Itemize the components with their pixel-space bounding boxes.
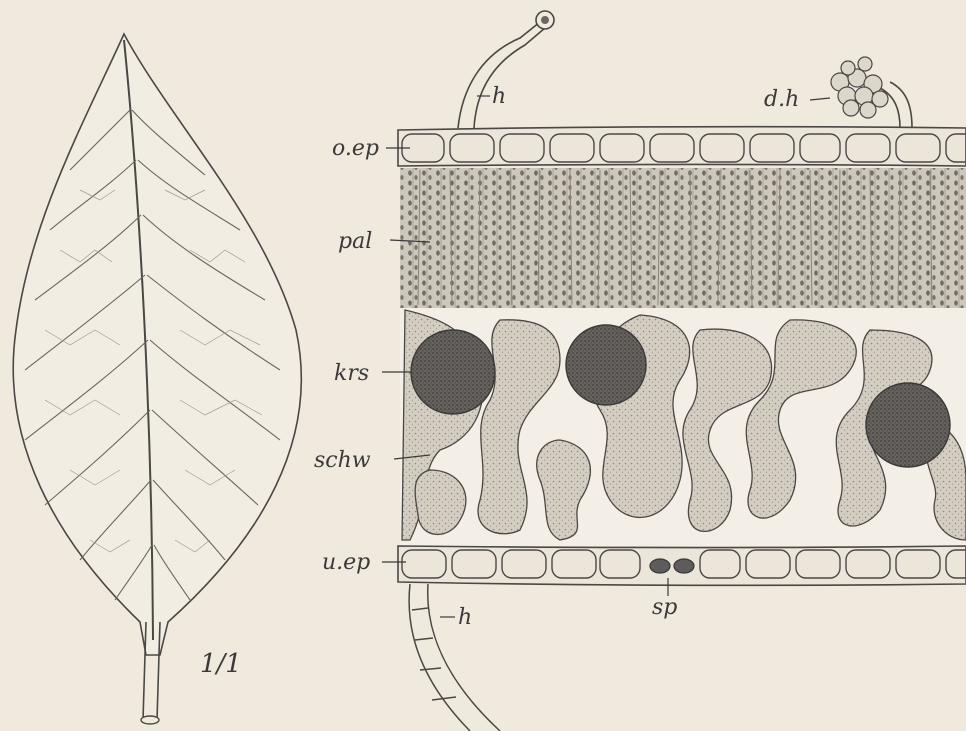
label-hair-top: h [492, 84, 506, 109]
crystal-1 [411, 330, 495, 414]
label-hair-bottom: h [458, 605, 472, 630]
petiole-end [141, 716, 159, 724]
label-glandular-hair: d.h [764, 87, 799, 112]
leaf-cross-section [398, 11, 966, 731]
label-spongy: schw [314, 448, 371, 473]
label-lower-epidermis: u.ep [322, 550, 370, 575]
scale-label: 1/1 [200, 649, 242, 679]
label-upper-epidermis: o.ep [332, 136, 379, 161]
crystal-3 [866, 383, 950, 467]
upper-epidermis [398, 127, 966, 166]
label-stoma: sp [652, 595, 677, 620]
top-hair [458, 22, 545, 128]
label-crystals: krs [334, 361, 369, 386]
palisade-layer [400, 168, 966, 308]
crystal-2 [566, 325, 646, 405]
leaf-drawing: 1/1 [13, 34, 301, 724]
label-palisade: pal [338, 229, 372, 254]
glandular-hair [831, 57, 912, 128]
lower-epidermis [398, 546, 966, 585]
leaf-blade [13, 34, 301, 655]
bottom-hair [409, 584, 500, 731]
